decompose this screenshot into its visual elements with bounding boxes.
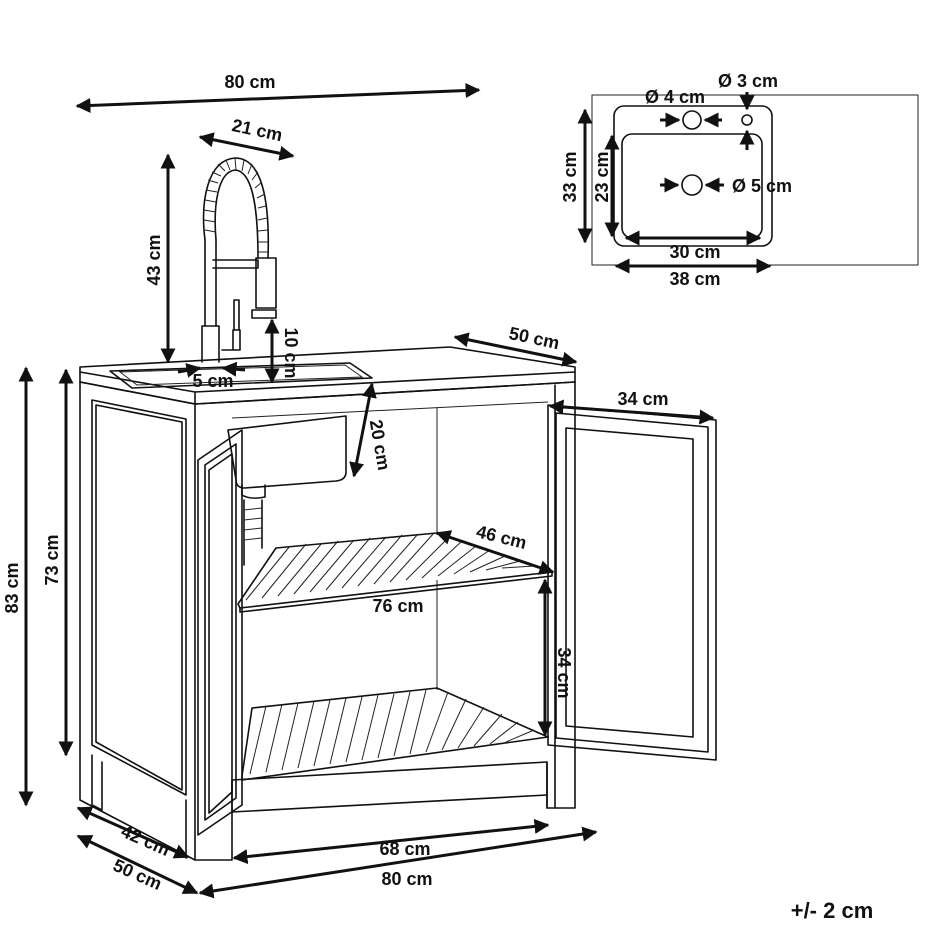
left-door <box>197 429 243 836</box>
dimension-lines: 80 cm 21 cm 43 cm 10 cm 5 cm 50 cm 20 cm… <box>2 72 715 899</box>
faucet-offset-label: 5 cm <box>192 371 233 391</box>
plan-outer-depth-label: 33 cm <box>560 151 580 202</box>
faucet-icon <box>201 157 277 363</box>
faucet-hole-icon <box>682 110 702 130</box>
plan-inner-depth-label: 23 cm <box>592 151 612 202</box>
drain-icon <box>681 174 703 196</box>
inner-height-label: 73 cm <box>42 534 62 585</box>
inner-depth-label: 42 cm <box>118 821 173 860</box>
plan-outer-width-label: 38 cm <box>669 269 720 289</box>
cabinet-drawing <box>79 346 717 861</box>
tolerance-note: +/- 2 cm <box>791 898 874 923</box>
lower-shelf <box>241 687 549 781</box>
sink-bowl <box>227 415 347 489</box>
total-height-label: 83 cm <box>2 562 22 613</box>
right-door <box>547 404 717 761</box>
hole-faucet-label: Ø 4 cm <box>645 87 705 107</box>
sink-plan: Ø 3 cm Ø 4 cm Ø 5 cm 33 cm 23 cm 30 cm 3… <box>560 71 919 289</box>
faucet-reach-label: 21 cm <box>230 115 284 145</box>
drain-label: Ø 5 cm <box>732 176 792 196</box>
small-hole-icon <box>741 114 753 126</box>
door-width-label: 34 cm <box>617 389 668 409</box>
bottom-width-label: 80 cm <box>381 869 432 889</box>
hole-small-label: Ø 3 cm <box>718 71 778 91</box>
faucet-height-label: 43 cm <box>144 234 164 285</box>
outer-depth-label: 50 cm <box>110 855 165 894</box>
shelf-spacing-label: 34 cm <box>554 647 574 698</box>
inner-width-label: 68 cm <box>379 839 430 859</box>
plan-inner-width-label: 30 cm <box>669 242 720 262</box>
top-width-label: 80 cm <box>224 72 275 92</box>
shelf-width-label: 76 cm <box>372 596 423 616</box>
sink-depth-label: 20 cm <box>366 418 395 472</box>
faucet-clearance-label: 10 cm <box>281 327 301 378</box>
